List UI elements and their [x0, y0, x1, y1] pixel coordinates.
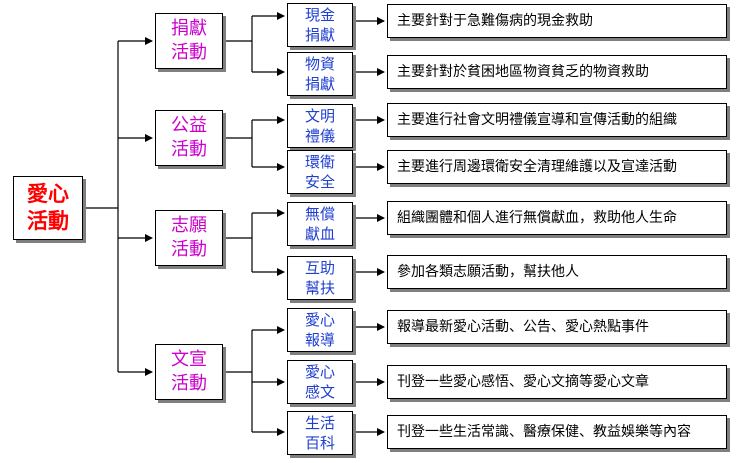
desc-text: 主要進行社會文明禮儀宣導和宣傳活動的組織: [397, 112, 677, 128]
desc-life-encyclopedia: 刊登一些生活常識、醫療保健、教益娛樂等內容: [387, 415, 727, 449]
sub-node-mutual-aid: 互助 幫扶: [287, 256, 353, 300]
desc-text: 主要針對于急難傷病的現金救助: [397, 13, 593, 29]
desc-sanitation: 主要進行周邊環衛安全清理維護以及宣達活動: [387, 150, 727, 184]
category-line: 活動: [171, 139, 207, 160]
sub-node-blood-donation: 無償 獻血: [287, 202, 353, 246]
desc-goods-donation: 主要針對於貧困地區物資貧乏的物資救助: [387, 55, 727, 89]
sub-line: 獻血: [304, 225, 335, 243]
category-publicity: 文宣 活動: [155, 344, 223, 400]
sub-node-love-essay: 愛心 感文: [287, 360, 353, 404]
category-volunteer: 志願 活動: [155, 210, 223, 266]
category-line: 活動: [171, 373, 207, 394]
sub-line: 互助: [304, 259, 335, 277]
desc-text: 參加各類志願活動，幫扶他人: [397, 264, 579, 280]
desc-love-report: 報導最新愛心活動、公告、愛心熱點事件: [387, 310, 727, 344]
sub-line: 捐獻: [304, 26, 335, 44]
sub-node-love-report: 愛心 報導: [287, 308, 353, 352]
sub-node-etiquette: 文明 禮儀: [287, 104, 353, 148]
desc-text: 組織團體和個人進行無償獻血，救助他人生命: [397, 210, 677, 226]
desc-mutual-aid: 參加各類志願活動，幫扶他人: [387, 255, 727, 289]
sub-node-cash-donation: 現金 捐獻: [287, 3, 353, 47]
desc-text: 主要針對於貧困地區物資貧乏的物資救助: [397, 64, 649, 80]
desc-blood-donation: 組織團體和個人進行無償獻血，救助他人生命: [387, 201, 727, 235]
sub-line: 報導: [304, 331, 335, 349]
root-line-1: 愛心: [27, 182, 69, 206]
sub-line: 捐獻: [304, 75, 335, 93]
sub-node-life-encyclopedia: 生活 百科: [287, 411, 353, 455]
category-line: 文宣: [171, 349, 207, 370]
sub-line: 環衛: [304, 153, 335, 171]
desc-text: 刊登一些愛心感悟、愛心文摘等愛心文章: [397, 374, 649, 390]
category-line: 志願: [171, 215, 207, 236]
sub-line: 感文: [304, 383, 335, 401]
category-public-welfare: 公益 活動: [155, 110, 223, 166]
sub-node-sanitation: 環衛 安全: [287, 150, 353, 194]
sub-node-goods-donation: 物資 捐獻: [287, 52, 353, 96]
category-line: 捐獻: [171, 18, 207, 39]
category-line: 公益: [171, 115, 207, 136]
sub-line: 現金: [304, 6, 335, 24]
sub-line: 幫扶: [304, 279, 335, 297]
sub-line: 百科: [304, 434, 335, 452]
desc-text: 主要進行周邊環衛安全清理維護以及宣達活動: [397, 159, 677, 175]
category-line: 活動: [171, 239, 207, 260]
sub-line: 愛心: [304, 363, 335, 381]
sub-line: 文明: [304, 107, 335, 125]
desc-text: 報導最新愛心活動、公告、愛心熱點事件: [397, 319, 649, 335]
sub-line: 生活: [304, 414, 335, 432]
sub-line: 物資: [304, 55, 335, 73]
sub-line: 愛心: [304, 311, 335, 329]
desc-etiquette: 主要進行社會文明禮儀宣導和宣傳活動的組織: [387, 103, 727, 137]
desc-love-essay: 刊登一些愛心感悟、愛心文摘等愛心文章: [387, 365, 727, 399]
sub-line: 無償: [304, 205, 335, 223]
desc-cash-donation: 主要針對于急難傷病的現金救助: [387, 4, 727, 38]
desc-text: 刊登一些生活常識、醫療保健、教益娛樂等內容: [397, 424, 691, 440]
category-donation: 捐獻 活動: [155, 13, 223, 69]
sub-line: 安全: [304, 173, 335, 191]
root-line-2: 活動: [27, 209, 69, 233]
category-line: 活動: [171, 42, 207, 63]
root-node: 愛心 活動: [13, 176, 83, 240]
sub-line: 禮儀: [304, 127, 335, 145]
